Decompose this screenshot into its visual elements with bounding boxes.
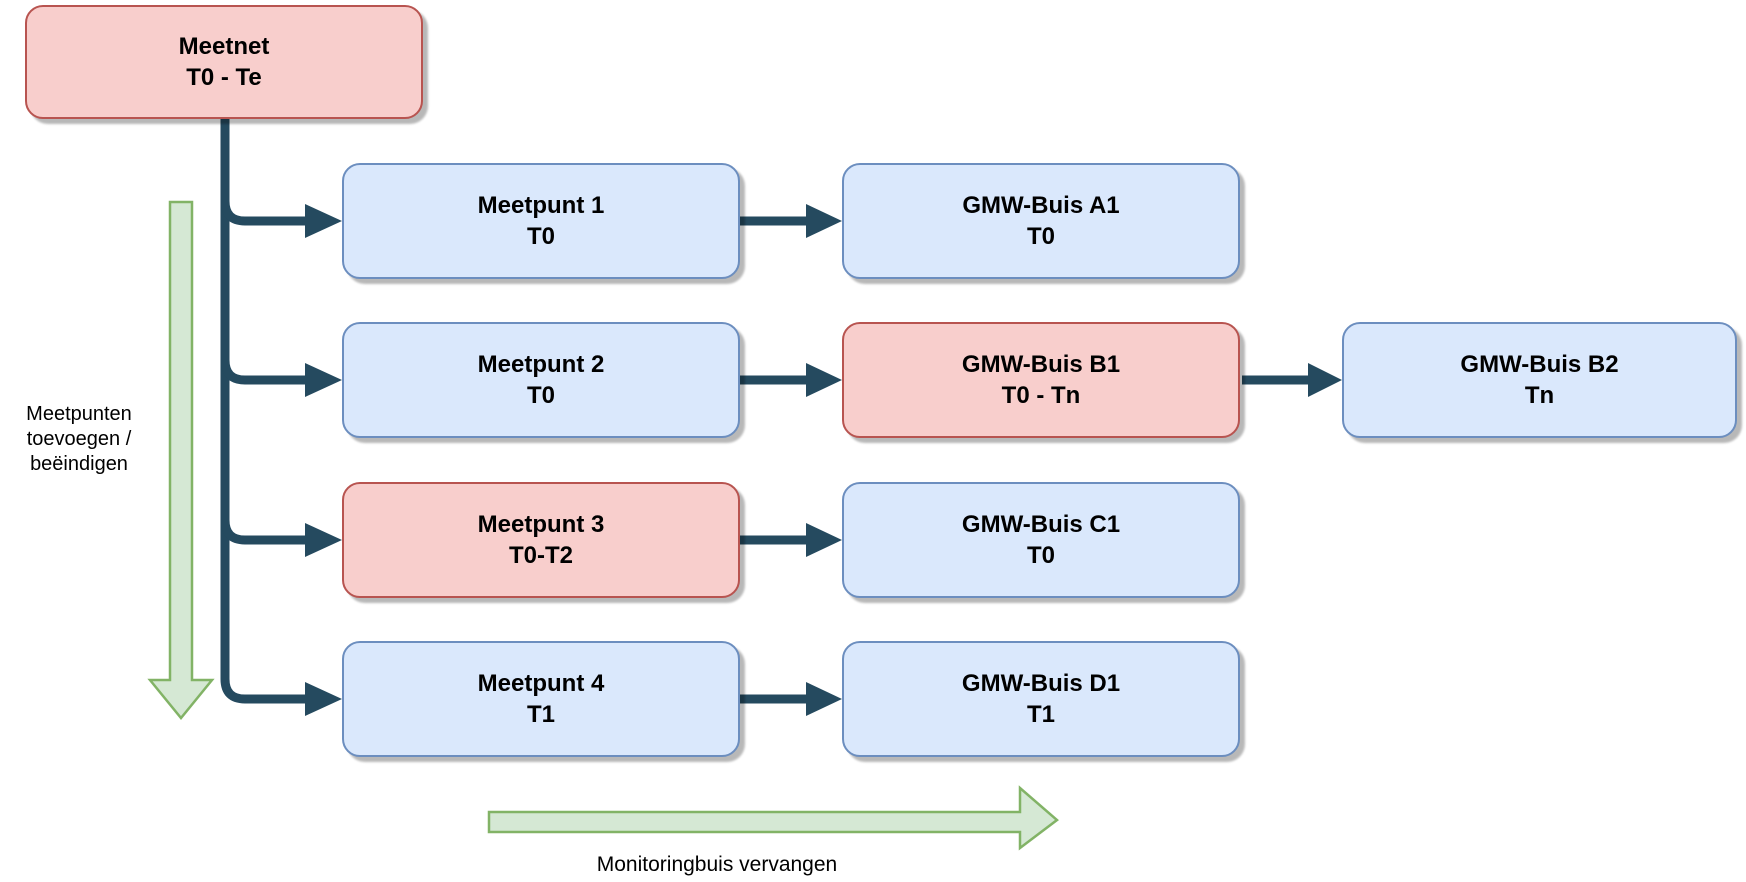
node-meetpunt4: Meetpunt 4 T1 (342, 641, 740, 757)
trunk-connector (220, 119, 305, 704)
node-gmw-buis-c1-period: T0 (1026, 542, 1055, 569)
node-gmw-buis-b1-period: T0 - Tn (1001, 382, 1081, 409)
green-down-arrow (147, 200, 215, 720)
arrowhead-gmwd1 (806, 682, 842, 716)
node-gmw-buis-a1-period: T0 (1026, 223, 1055, 250)
node-meetpunt2-period: T0 (526, 382, 555, 409)
node-meetpunt3-period: T0-T2 (508, 542, 573, 569)
node-meetpunt3-title: Meetpunt 3 (477, 511, 605, 538)
node-meetpunt4-period: T1 (526, 701, 555, 728)
branch-meetpunt2 (220, 359, 305, 385)
arrowhead-gmwa1 (806, 204, 842, 238)
node-meetpunt2: Meetpunt 2 T0 (342, 322, 740, 438)
arrowhead-gmwb2 (1308, 363, 1342, 397)
node-gmw-buis-d1-period: T1 (1026, 701, 1055, 728)
left-arrow-label-line1: Meetpunten (26, 403, 132, 425)
arrowhead-meetpunt4 (305, 682, 342, 716)
node-meetnet-period: T0 - Te (186, 64, 262, 91)
node-meetnet: Meetnet T0 - Te (25, 5, 423, 119)
node-meetpunt1-title: Meetpunt 1 (477, 192, 605, 219)
node-gmw-buis-d1-title: GMW-Buis D1 (961, 670, 1121, 697)
left-arrow-label: Meetpunten toevoegen / beëindigen (5, 402, 153, 477)
node-gmw-buis-b2-period: Tn (1524, 382, 1555, 409)
arrowhead-gmwb1 (806, 363, 842, 397)
node-meetpunt2-title: Meetpunt 2 (477, 351, 605, 378)
green-right-arrow (487, 785, 1059, 851)
arrowhead-meetpunt1 (305, 204, 342, 238)
left-arrow-label-line2: toevoegen / (26, 428, 132, 450)
left-arrow-label-line3: beëindigen (30, 453, 128, 475)
arrowhead-meetpunt2 (305, 363, 342, 397)
node-gmw-buis-c1: GMW-Buis C1 T0 (842, 482, 1240, 598)
arrowhead-gmwc1 (806, 523, 842, 557)
node-meetpunt4-title: Meetpunt 4 (477, 670, 605, 697)
node-meetpunt1: Meetpunt 1 T0 (342, 163, 740, 279)
branch-meetpunt1 (220, 200, 305, 226)
arrowhead-meetpunt3 (305, 523, 342, 557)
node-gmw-buis-c1-title: GMW-Buis C1 (961, 511, 1121, 538)
node-meetpunt3: Meetpunt 3 T0-T2 (342, 482, 740, 598)
branch-meetpunt3 (220, 519, 305, 545)
node-gmw-buis-b2-title: GMW-Buis B2 (1460, 351, 1619, 378)
bottom-arrow-label: Monitoringbuis vervangen (596, 853, 838, 876)
node-gmw-buis-d1: GMW-Buis D1 T1 (842, 641, 1240, 757)
node-meetnet-title: Meetnet (178, 33, 270, 60)
node-gmw-buis-b1-title: GMW-Buis B1 (961, 351, 1121, 378)
node-gmw-buis-b1: GMW-Buis B1 T0 - Tn (842, 322, 1240, 438)
node-meetpunt1-period: T0 (526, 223, 555, 250)
node-gmw-buis-a1-title: GMW-Buis A1 (962, 192, 1120, 219)
node-gmw-buis-b2: GMW-Buis B2 Tn (1342, 322, 1737, 438)
node-gmw-buis-a1: GMW-Buis A1 T0 (842, 163, 1240, 279)
